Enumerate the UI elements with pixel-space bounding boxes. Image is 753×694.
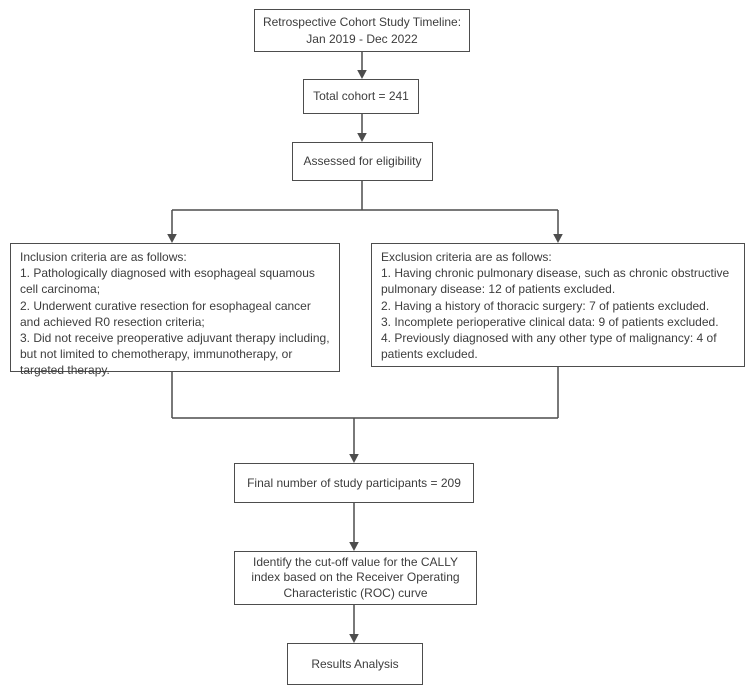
- arrowhead-to-results: [349, 634, 359, 643]
- cutoff-roc-box: Identify the cut-off value for the CALLY…: [234, 551, 477, 605]
- exclusion-item: 3. Incomplete perioperative clinical dat…: [381, 314, 719, 329]
- arrowhead-to-inclusion: [167, 234, 177, 243]
- timeline-line1: Retrospective Cohort Study Timeline:: [262, 15, 462, 30]
- final-participants-box: Final number of study participants = 209: [234, 463, 474, 503]
- arrowhead-to-exclusion: [553, 234, 563, 243]
- assessed-eligibility-box: Assessed for eligibility: [292, 142, 433, 181]
- exclusion-heading: Exclusion criteria are as follows:: [381, 250, 552, 264]
- final-participants-label: Final number of study participants = 209: [247, 475, 461, 490]
- arrowhead-to-final: [349, 454, 359, 463]
- arrowhead-to-total-cohort: [357, 70, 367, 79]
- exclusion-item: 1. Having chronic pulmonary disease, suc…: [381, 266, 730, 297]
- exclusion-item: 2. Having a history of thoracic surgery:…: [381, 298, 710, 313]
- results-analysis-box: Results Analysis: [287, 643, 423, 685]
- total-cohort-label: Total cohort = 241: [313, 89, 409, 104]
- inclusion-item: 2. Underwent curative resection for esop…: [20, 298, 311, 329]
- exclusion-criteria-box: Exclusion criteria are as follows: 1. Ha…: [371, 243, 745, 367]
- timeline-box: Retrospective Cohort Study Timeline: Jan…: [254, 9, 470, 52]
- total-cohort-box: Total cohort = 241: [303, 79, 419, 114]
- inclusion-heading: Inclusion criteria are as follows:: [20, 250, 187, 264]
- timeline-line2: Jan 2019 - Dec 2022: [306, 31, 418, 46]
- inclusion-criteria-box: Inclusion criteria are as follows: 1. Pa…: [10, 243, 340, 377]
- cutoff-roc-label: Identify the cut-off value for the CALLY…: [251, 554, 460, 600]
- exclusion-item: 4. Previously diagnosed with any other t…: [381, 331, 717, 362]
- arrowhead-to-assessed: [357, 133, 367, 142]
- arrowhead-to-cutoff: [349, 542, 359, 551]
- inclusion-item: 1. Pathologically diagnosed with esophag…: [20, 266, 315, 297]
- assessed-eligibility-label: Assessed for eligibility: [303, 154, 422, 169]
- results-analysis-label: Results Analysis: [311, 656, 399, 671]
- inclusion-item: 3. Did not receive preoperative adjuvant…: [20, 331, 330, 378]
